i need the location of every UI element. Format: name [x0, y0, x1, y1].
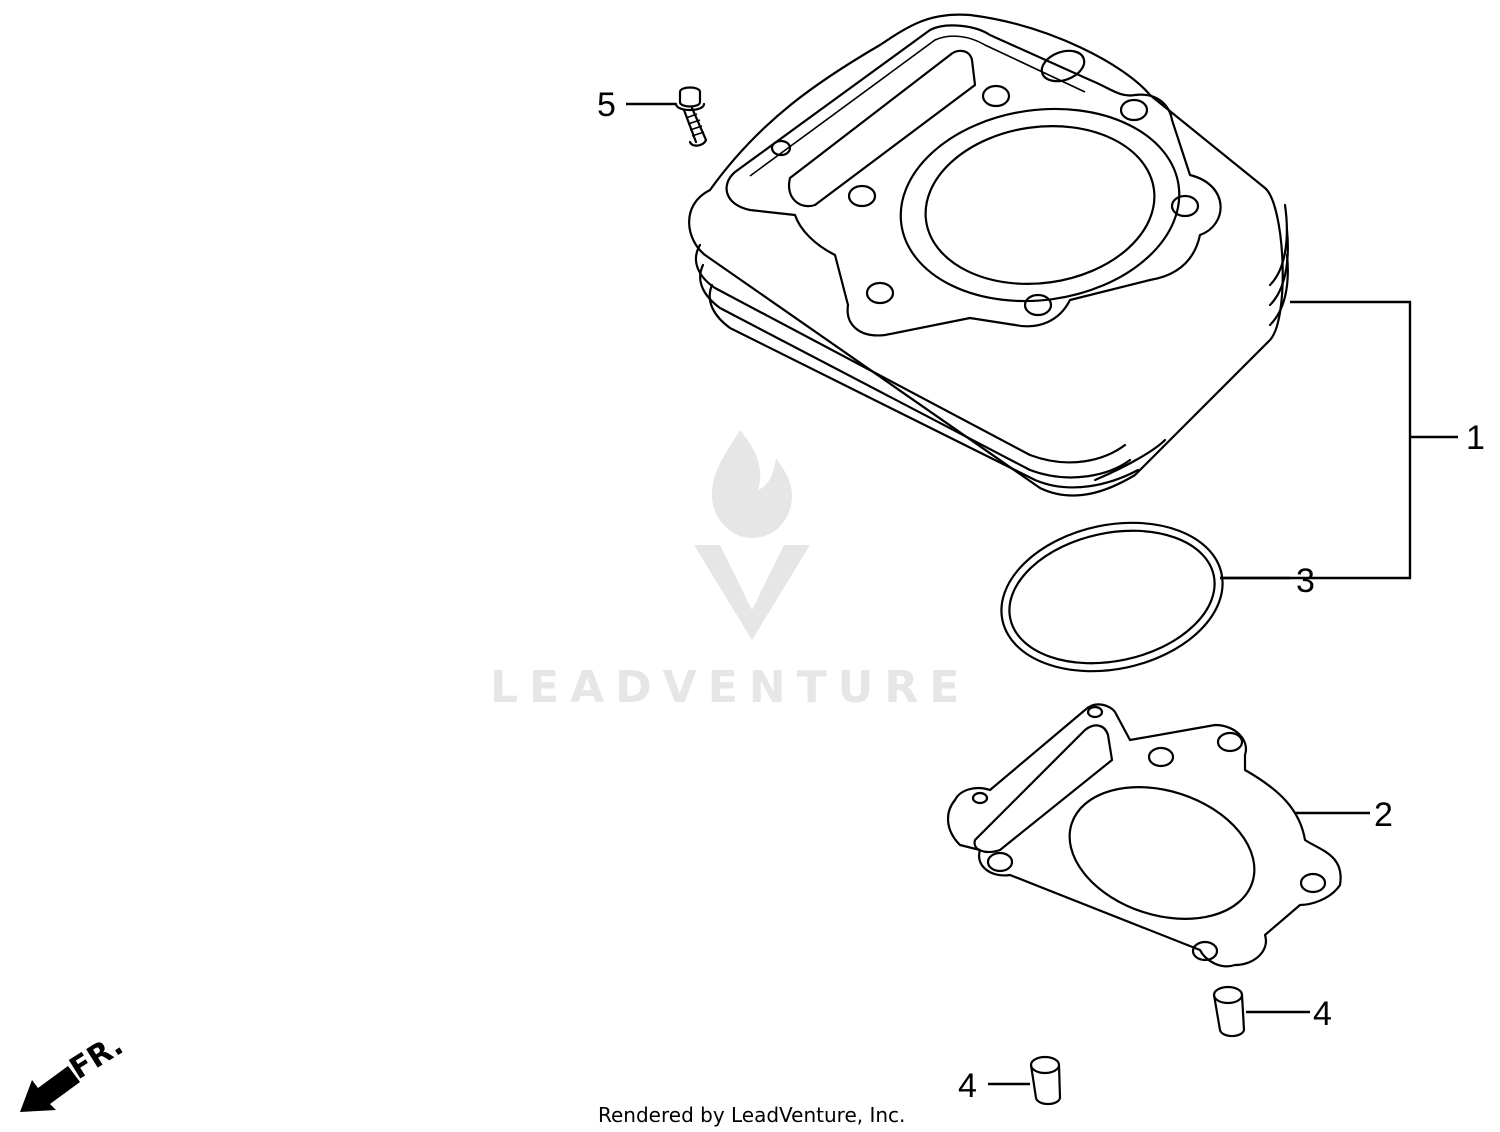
callout-3: 3: [1296, 562, 1315, 600]
o-ring-part: [1000, 521, 1224, 673]
leader-lines: [626, 102, 1458, 1086]
callout-1: 1: [1466, 419, 1485, 457]
watermark-text: LEADVENTURE: [490, 662, 970, 713]
cylinder-part: [688, 13, 1289, 497]
gasket-part: [947, 703, 1342, 968]
callout-5: 5: [597, 86, 616, 124]
footer-credit: Rendered by LeadVenture, Inc.: [598, 1103, 905, 1127]
callout-4-lower: 4: [958, 1067, 977, 1105]
callout-2: 2: [1374, 796, 1393, 834]
dowel-pin-upper: [1212, 985, 1246, 1038]
leadventure-logo-icon: [694, 430, 810, 640]
arrow-front-icon: [20, 1066, 80, 1112]
callout-4-upper: 4: [1313, 995, 1332, 1033]
bolt-part: [674, 86, 708, 147]
dowel-pin-lower: [1029, 1055, 1062, 1106]
